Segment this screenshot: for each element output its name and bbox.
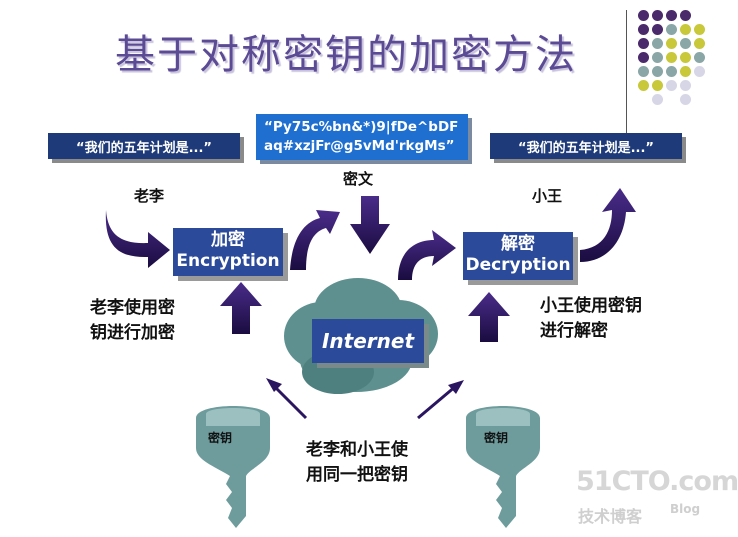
- receiver-name: 小王: [532, 187, 563, 205]
- sender-note-line-2: 钥进行加密: [90, 323, 175, 343]
- key-left-label: 密钥: [208, 431, 233, 445]
- diag-arrow-right-head: [448, 380, 464, 394]
- sender-note-line-1: 老李使用密: [90, 298, 175, 318]
- watermark-site: 51CTO.com: [576, 466, 738, 497]
- decor-divider: [626, 10, 627, 145]
- receiver-note-line-2: 进行解密: [540, 321, 608, 341]
- up-arrow-left: [220, 282, 262, 334]
- sender-name: 老李: [134, 187, 165, 205]
- plaintext-left-box: “我们的五年计划是...”: [48, 133, 240, 159]
- encryption-box: 加密 Encryption: [173, 228, 283, 276]
- ciphertext-box: “Py75c%bn&*)9|fDe^bDF aq#xzjFr@g5vMd'rkg…: [256, 114, 468, 160]
- ciphertext-line-2: aq#xzjFr@g5vMd'rkgMs”: [264, 138, 455, 154]
- curved-arrow-enc-out: [290, 210, 340, 270]
- encryption-box-zh: 加密: [211, 230, 245, 250]
- decryption-box-en: Decryption: [465, 255, 571, 275]
- sender-note: 老李使用密 钥进行加密: [90, 296, 175, 346]
- shared-key-note-line-1: 老李和小王使: [306, 440, 408, 460]
- key-right: [466, 406, 540, 528]
- receiver-note-line-1: 小王使用密钥: [540, 296, 642, 316]
- page-title: 基于对称密钥的加密方法: [115, 32, 577, 78]
- key-right-label: 密钥: [484, 431, 509, 445]
- shared-key-note-line-2: 用同一把密钥: [306, 465, 408, 485]
- encryption-box-en: Encryption: [176, 251, 280, 271]
- plaintext-right-box: “我们的五年计划是...”: [490, 133, 682, 159]
- internet-box: Internet: [312, 319, 424, 363]
- diag-arrow-left-head: [266, 378, 282, 392]
- curved-arrow-left-in: [105, 210, 170, 268]
- watermark-blog: Blog: [670, 502, 701, 516]
- watermark-sub: 技术博客: [578, 507, 643, 526]
- curved-arrow-dec-out: [580, 188, 636, 262]
- ciphertext-line-1: “Py75c%bn&*)9|fDe^bDF: [264, 119, 459, 135]
- up-arrow-right: [468, 292, 510, 342]
- receiver-note: 小王使用密钥 进行解密: [540, 294, 642, 344]
- decryption-box: 解密 Decryption: [463, 232, 573, 280]
- ciphertext-label: 密文: [343, 170, 374, 188]
- curved-arrow-dec-in: [398, 230, 456, 280]
- decor-dot-grid: [636, 8, 716, 118]
- decryption-box-zh: 解密: [501, 234, 535, 254]
- down-arrow-cipher: [350, 196, 390, 254]
- key-left: [196, 406, 270, 528]
- shared-key-note: 老李和小王使 用同一把密钥: [306, 438, 408, 488]
